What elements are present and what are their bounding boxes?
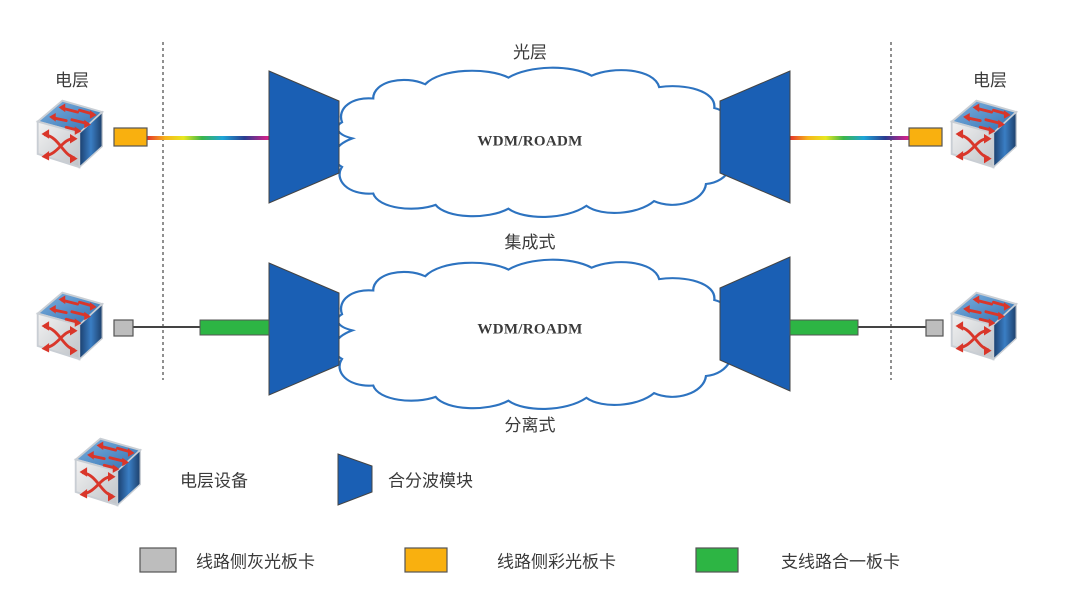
bottom-right-tributary-line-card <box>789 319 859 336</box>
legend-mux-module-icon <box>337 453 373 506</box>
legend-grey-card-label: 线路侧灰光板卡 <box>196 552 315 573</box>
top-right-mux-module <box>719 70 791 204</box>
top-right-colored-line-card <box>908 127 943 147</box>
legend-mux-module-label: 合分波模块 <box>388 471 473 492</box>
top-right-electrical-switch-icon <box>950 99 1018 169</box>
separated-mode-label: 分离式 <box>504 416 556 436</box>
left-electrical-layer-label: 电层 <box>55 71 89 91</box>
top-right-colored-fiber <box>790 136 909 140</box>
optical-layer-label: 光层 <box>513 43 547 63</box>
bottom-right-grey-line-card <box>925 319 944 337</box>
right-electrical-layer-label: 电层 <box>973 71 1007 91</box>
bottom-cloud-label: WDM/ROADM <box>477 321 583 338</box>
legend-electrical-device-label: 电层设备 <box>180 471 248 492</box>
top-left-colored-fiber <box>147 136 269 140</box>
bottom-right-mux-module <box>719 256 791 392</box>
bottom-left-electrical-switch-icon <box>36 291 104 361</box>
bottom-right-electrical-switch-icon <box>950 291 1018 361</box>
legend-colored-card-label: 线路侧彩光板卡 <box>497 552 616 573</box>
legend-tributary-card-label: 支线路合一板卡 <box>781 552 900 573</box>
top-left-electrical-switch-icon <box>36 99 104 169</box>
legend-grey-card-swatch <box>139 547 177 573</box>
integrated-mode-label: 集成式 <box>504 233 556 253</box>
top-left-colored-line-card <box>113 127 148 147</box>
legend-electrical-device-icon <box>74 437 142 507</box>
legend-colored-card-swatch <box>404 547 448 573</box>
bottom-left-mux-module <box>268 262 340 396</box>
bottom-left-grey-line-card <box>113 319 134 337</box>
bottom-left-tributary-line-card <box>199 319 270 336</box>
top-cloud-label: WDM/ROADM <box>477 133 583 150</box>
legend-tributary-card-swatch <box>695 547 739 573</box>
top-left-mux-module <box>268 70 340 204</box>
